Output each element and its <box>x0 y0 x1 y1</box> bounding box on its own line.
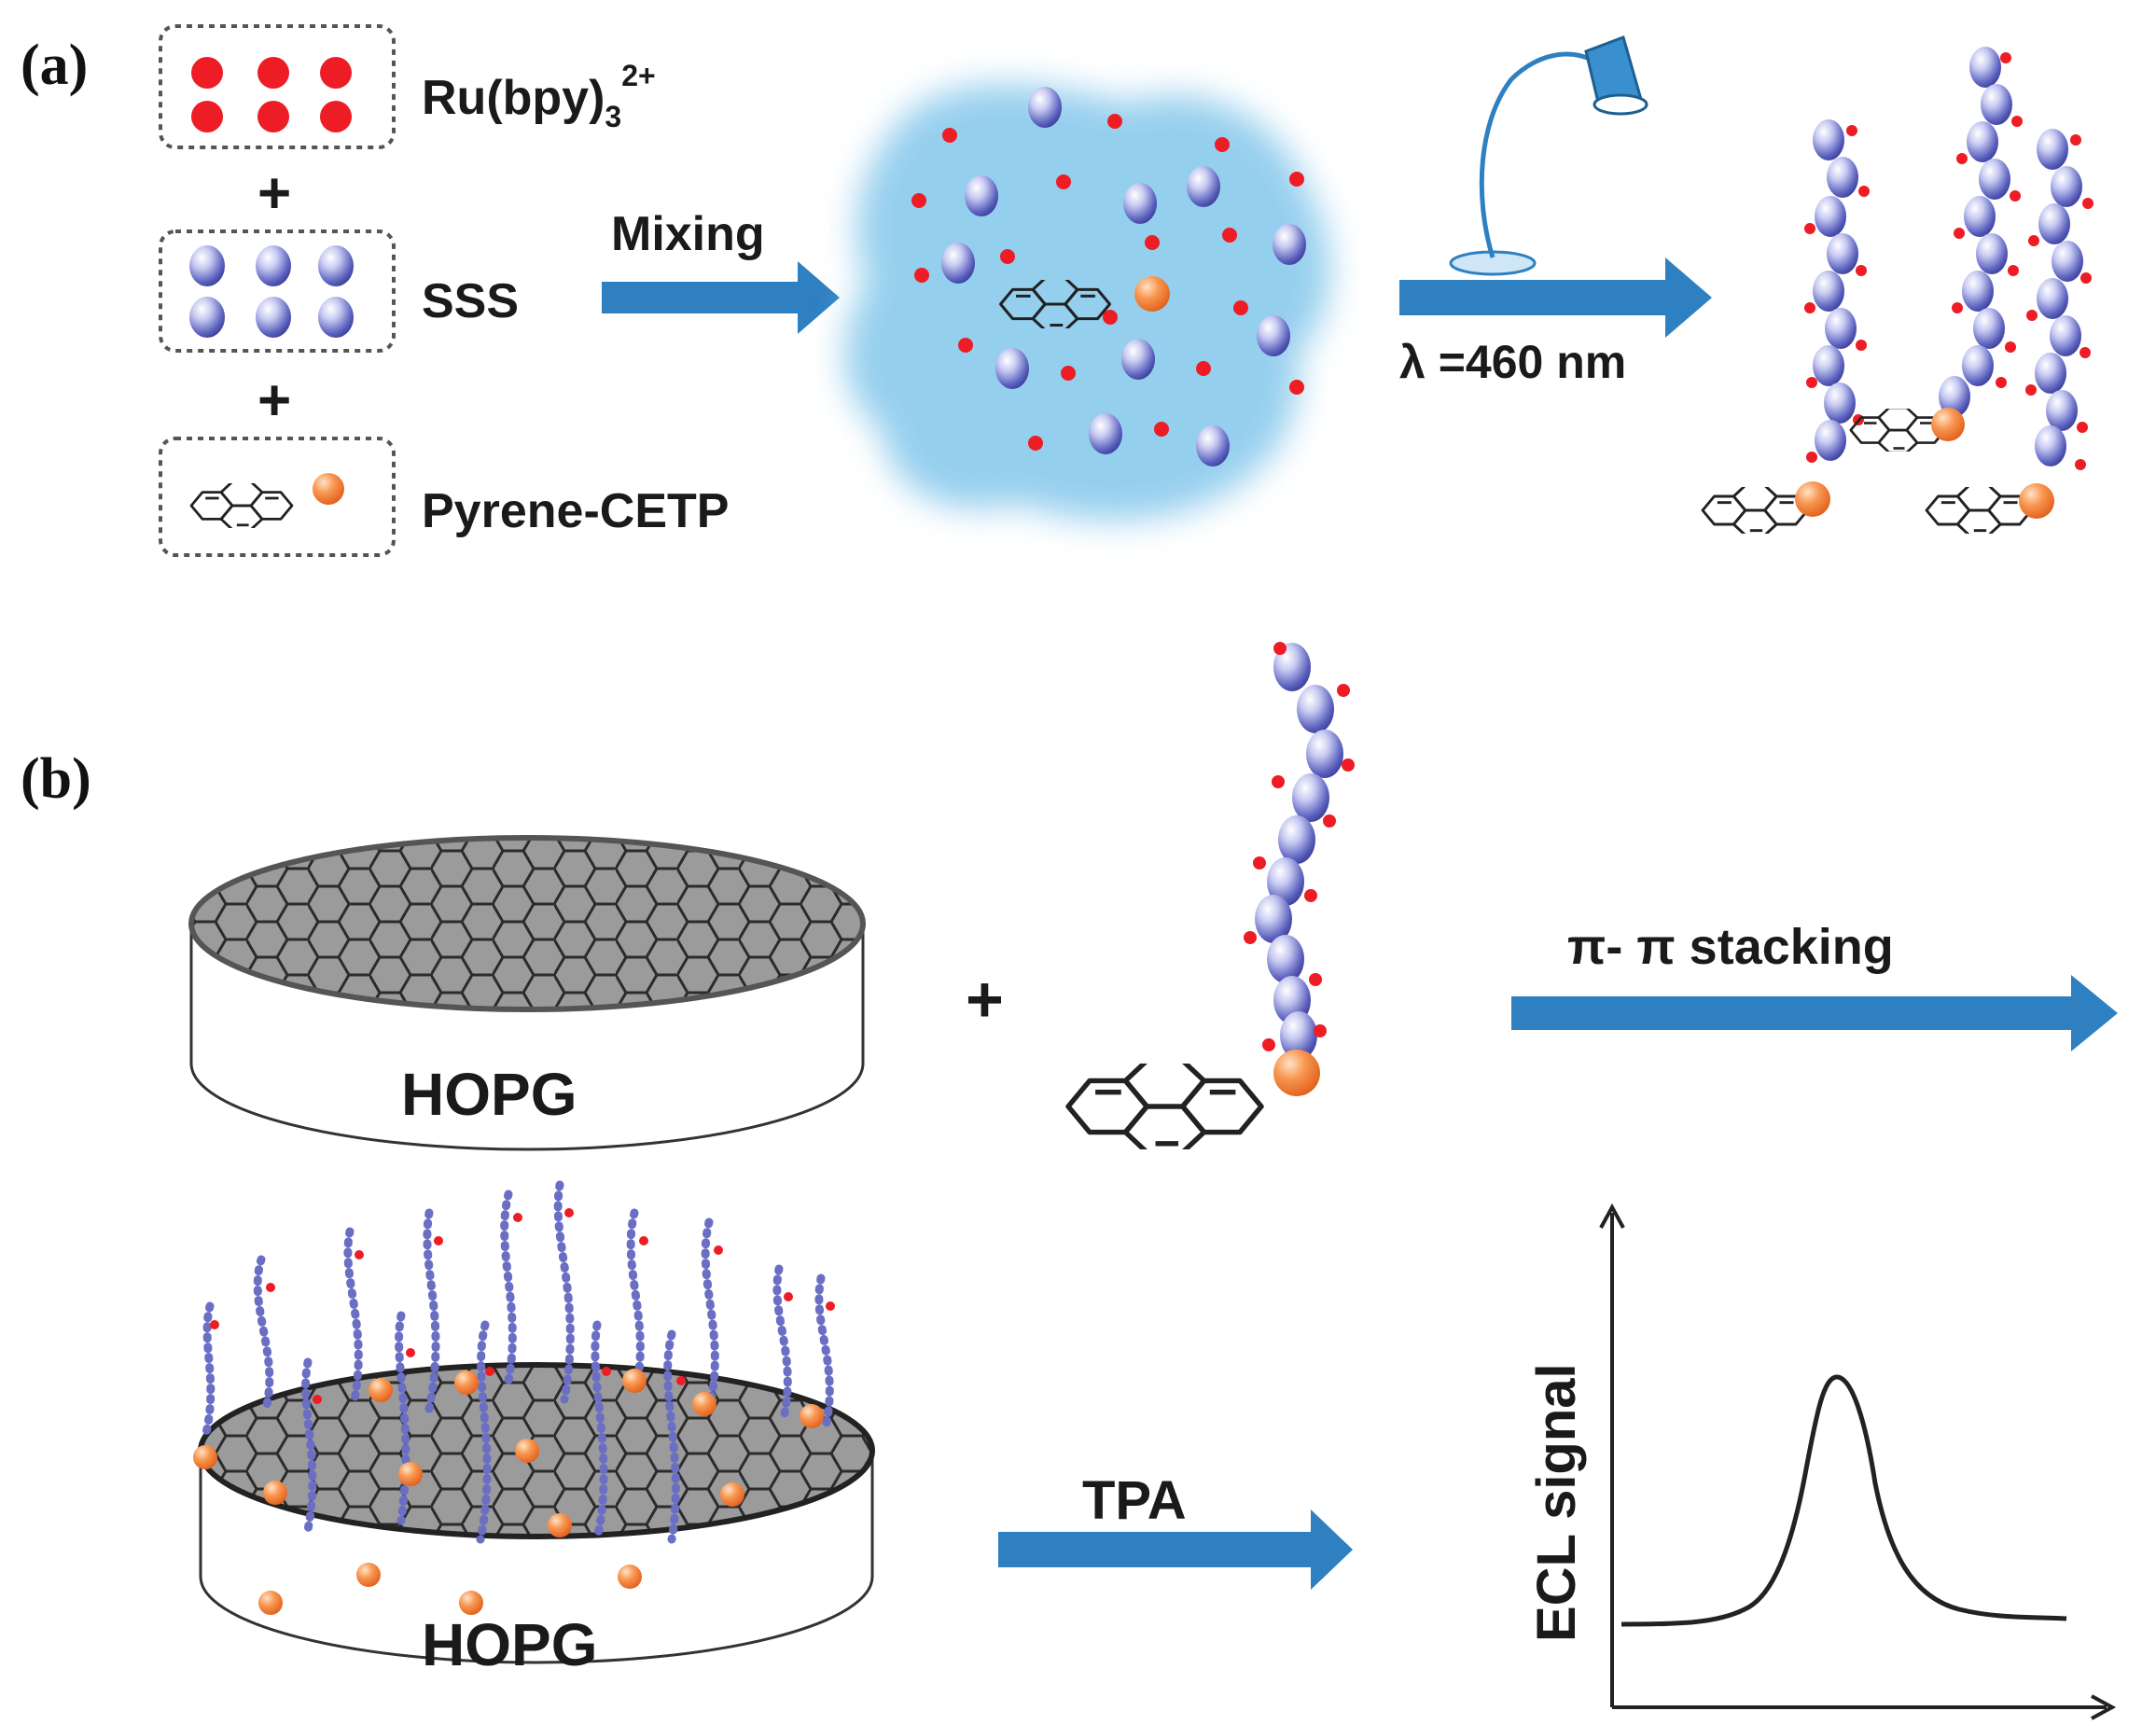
ru-bpy-label: Ru(bpy)32+ <box>422 59 656 133</box>
panel-b-label: (b) <box>21 747 91 811</box>
mixture-cloud <box>844 84 1330 521</box>
stacking-arrow <box>1511 975 2118 1051</box>
lamp-icon <box>1449 35 1648 276</box>
mixture-ru-dots <box>911 114 1304 451</box>
irradiation-arrow <box>1399 257 1712 338</box>
mixture-sss-beads <box>941 87 1306 466</box>
hopg-electrode-modified <box>193 1180 875 1664</box>
plus-sign-3: + <box>966 963 1004 1036</box>
polymer-chain-icon <box>1701 119 1870 534</box>
tpa-label: TPA <box>1082 1470 1187 1531</box>
plus-sign-2: + <box>257 369 291 433</box>
ru-bpy-box <box>159 24 396 149</box>
ecl-plot: ECL signal <box>1526 1203 2117 1720</box>
pyrene-molecule-icon <box>1068 1061 1261 1152</box>
sss-beads <box>189 245 354 338</box>
surface-brushes <box>201 1180 834 1544</box>
pyrene-cetp-label: Pyrene-CETP <box>422 484 729 538</box>
tpa-arrow <box>998 1509 1353 1590</box>
pyrene-cetp-box <box>159 437 396 557</box>
stacking-label: π- π stacking <box>1567 919 1894 975</box>
polymer-chains-a <box>1701 47 2093 534</box>
ru-dots <box>191 57 352 132</box>
mixing-label: Mixing <box>611 207 765 261</box>
hopg-label-2: HOPG <box>422 1611 597 1678</box>
panel-a-label: (a) <box>21 34 88 97</box>
hopg-electrode-icon <box>188 835 866 1151</box>
surface-brush-red-dots <box>210 1208 835 1404</box>
pyrene-molecule-icon <box>189 483 294 528</box>
sss-box <box>159 230 396 353</box>
hopg-label-1: HOPG <box>401 1061 577 1128</box>
surface-anchor-dots <box>193 1369 824 1615</box>
mixing-arrow <box>602 261 840 334</box>
sss-label: SSS <box>422 274 519 328</box>
ecl-ylabel: ECL signal <box>1526 1363 1587 1642</box>
polymer-chain-icon <box>1925 129 2093 534</box>
plus-sign-1: + <box>257 161 291 226</box>
polymer-chain-icon <box>1068 642 1355 1152</box>
ecl-signal-curve <box>1620 1374 2067 1627</box>
ecl-plot-axes <box>1599 1203 2117 1720</box>
wavelength-label: λ =460 nm <box>1399 336 1626 388</box>
polymer-chain-icon <box>1849 47 2023 452</box>
